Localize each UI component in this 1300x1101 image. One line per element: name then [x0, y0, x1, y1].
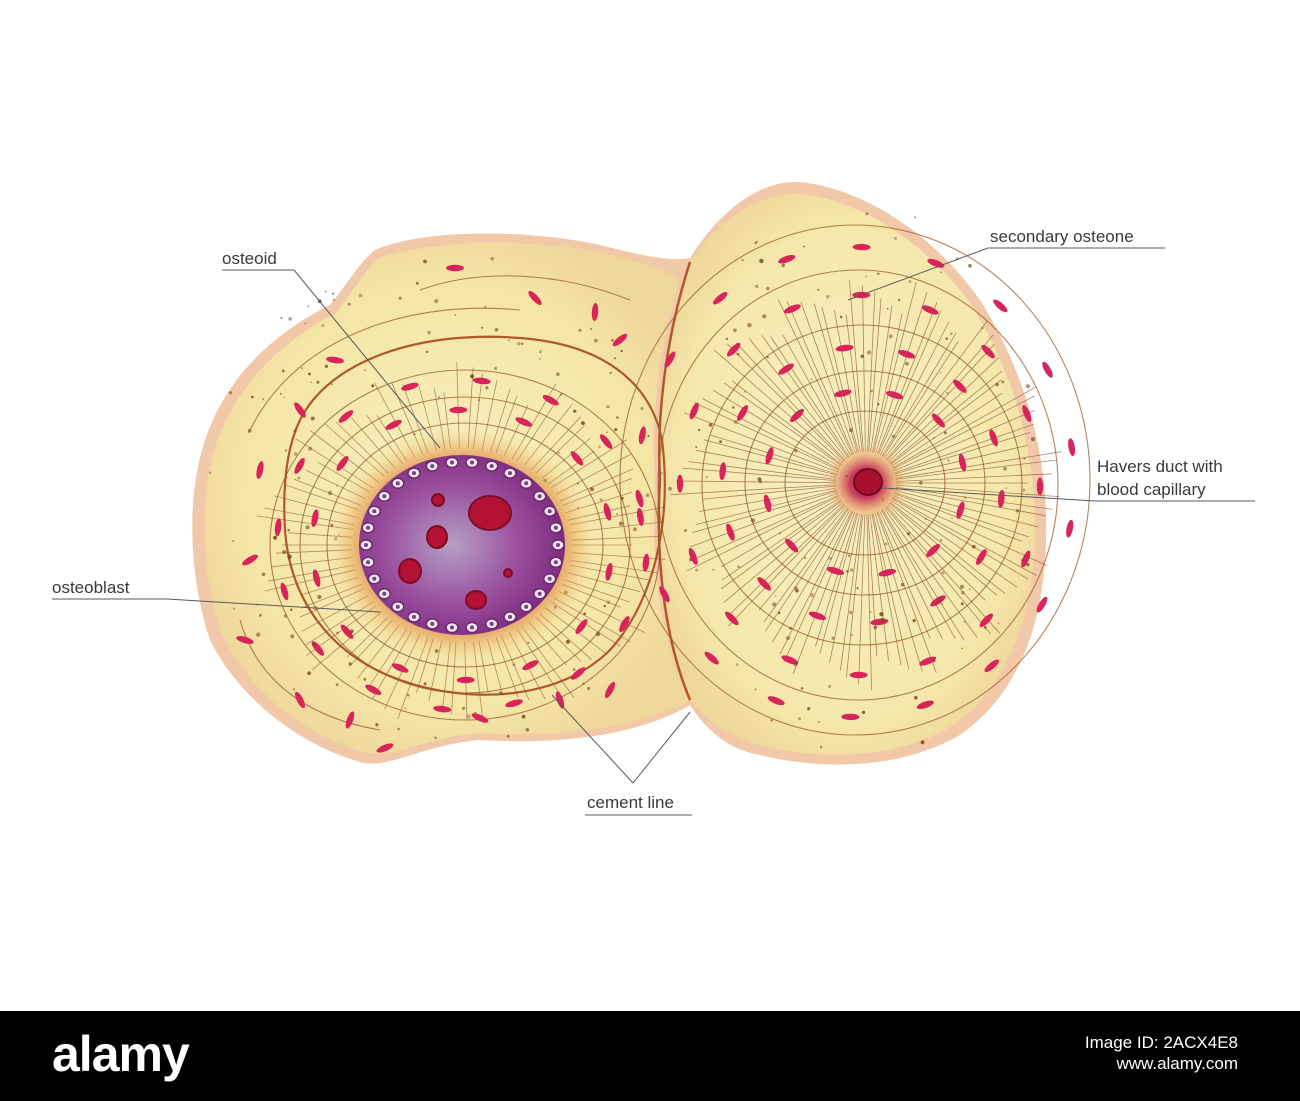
label-osteoblast: osteoblast [52, 578, 130, 597]
right-canaliculi [670, 280, 1062, 691]
cement-line-right [657, 261, 692, 701]
canal-vessels [398, 493, 513, 610]
osteoblast-ring [359, 456, 565, 634]
havers-leader [881, 487, 1096, 502]
leader-lines [52, 247, 1255, 816]
right-havers-duct [853, 468, 883, 496]
alamy-logo: alamy [52, 1026, 190, 1082]
osteone-leader [847, 247, 989, 301]
osteoblast-leader [166, 598, 381, 613]
watermark-footer: alamy Image ID: 2ACX4E8 www.alamy.com [0, 1011, 1300, 1101]
label-havers-line2: blood capillary [1097, 480, 1206, 499]
label-osteoid: osteoid [222, 249, 277, 268]
matrix-speckles [208, 212, 1036, 749]
image-id-text: Image ID: 2ACX4E8 [1084, 1033, 1238, 1052]
osteocyte-lacunae [236, 243, 1076, 753]
site-url-text: www.alamy.com [1116, 1054, 1238, 1073]
osteon-illustration: osteoid secondary osteone Havers duct wi… [52, 181, 1255, 816]
footer-image-info: Image ID: 2ACX4E8 www.alamy.com [1085, 1032, 1238, 1074]
label-havers-line1: Havers duct with [1097, 457, 1223, 476]
label-cement-line: cement line [587, 793, 674, 812]
osteoid-leader [293, 269, 441, 449]
cement-leader-right [632, 711, 691, 784]
cement-leader-left [551, 694, 634, 784]
left-havers-canal [359, 455, 565, 635]
label-secondary-osteone: secondary osteone [990, 227, 1134, 246]
cement-line-left [283, 335, 666, 696]
